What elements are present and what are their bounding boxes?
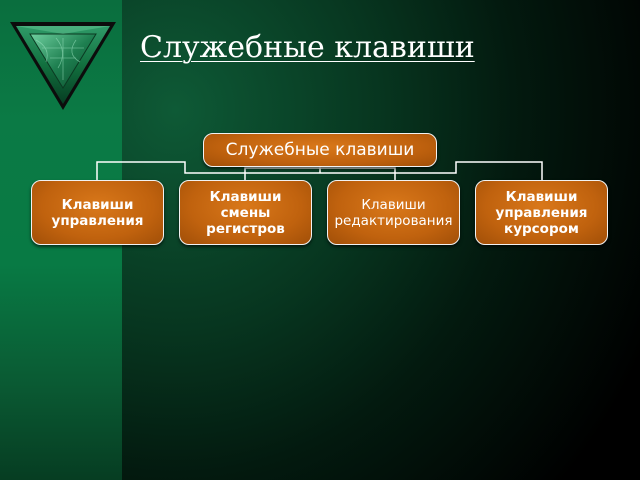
child-node-cursor-keys: Клавиши управления курсором <box>475 180 608 245</box>
child-node-line: редактирования <box>334 212 453 229</box>
child-node-line: управления <box>51 212 144 229</box>
child-node-line: управления <box>495 204 588 221</box>
child-node-line: Клавиши <box>61 196 134 213</box>
root-node: Служебные клавиши <box>203 133 437 167</box>
slide-title: Служебные клавиши <box>140 30 475 65</box>
child-node-shift-keys: Клавиши смены регистров <box>179 180 312 245</box>
child-node-line: Клавиши <box>209 188 282 205</box>
child-node-line: курсором <box>504 220 579 237</box>
root-node-label: Служебные клавиши <box>225 140 415 160</box>
child-node-line: Клавиши <box>361 196 426 213</box>
child-node-control-keys: Клавиши управления <box>31 180 164 245</box>
child-node-line: Клавиши <box>505 188 578 205</box>
child-node-line: смены <box>220 204 271 221</box>
gem-triangle-icon <box>10 22 116 110</box>
child-node-edit-keys: Клавиши редактирования <box>327 180 460 245</box>
child-node-line: регистров <box>206 220 285 237</box>
